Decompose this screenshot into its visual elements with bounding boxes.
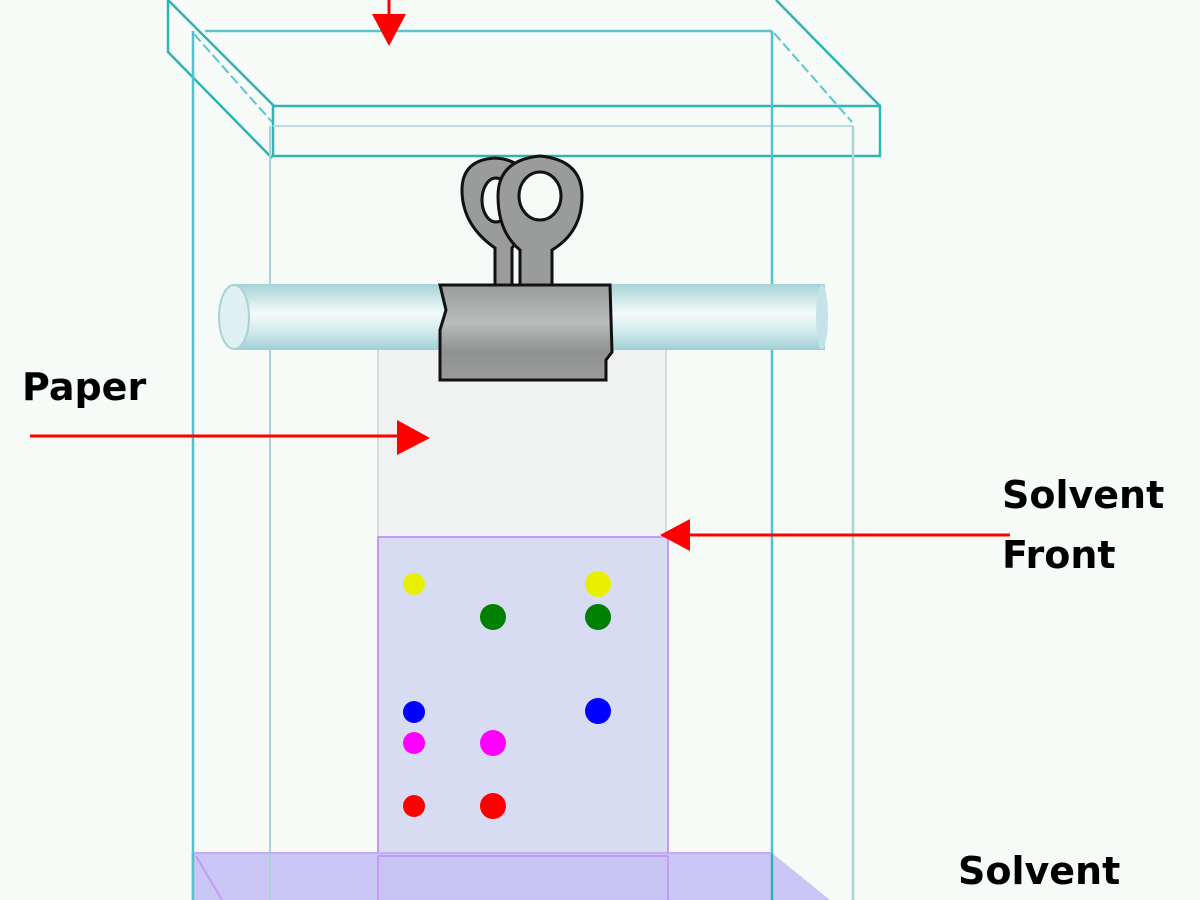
dye-spot: [480, 793, 506, 819]
solvent-front-label-line2: Front: [1002, 533, 1116, 577]
dye-spot: [480, 730, 506, 756]
pointer-arrows: [30, 0, 1010, 551]
solvent-front-label-line1: Solvent: [1002, 473, 1165, 517]
solvent-label: Solvent: [958, 849, 1121, 893]
binder-clip: [438, 154, 614, 382]
wet-paper-region: [377, 536, 669, 900]
dye-spot: [585, 604, 611, 630]
tank-lid: [166, 0, 882, 159]
lid-arrow: [372, 0, 406, 46]
dye-spot: [403, 573, 425, 595]
dye-spots: [403, 571, 611, 819]
solvent-pool: [191, 852, 830, 900]
paper-arrow: [30, 420, 430, 455]
solvent-front-label: Solvent Front: [1002, 465, 1164, 585]
dye-spot: [585, 571, 611, 597]
glass-tank: [191, 31, 855, 900]
solvent-front-arrow: [660, 519, 1010, 551]
dye-spot: [480, 604, 506, 630]
dye-spot: [403, 795, 425, 817]
dye-spot: [403, 732, 425, 754]
dye-spot: [585, 698, 611, 724]
dye-spot: [403, 701, 425, 723]
paper-label: Paper: [22, 365, 147, 409]
